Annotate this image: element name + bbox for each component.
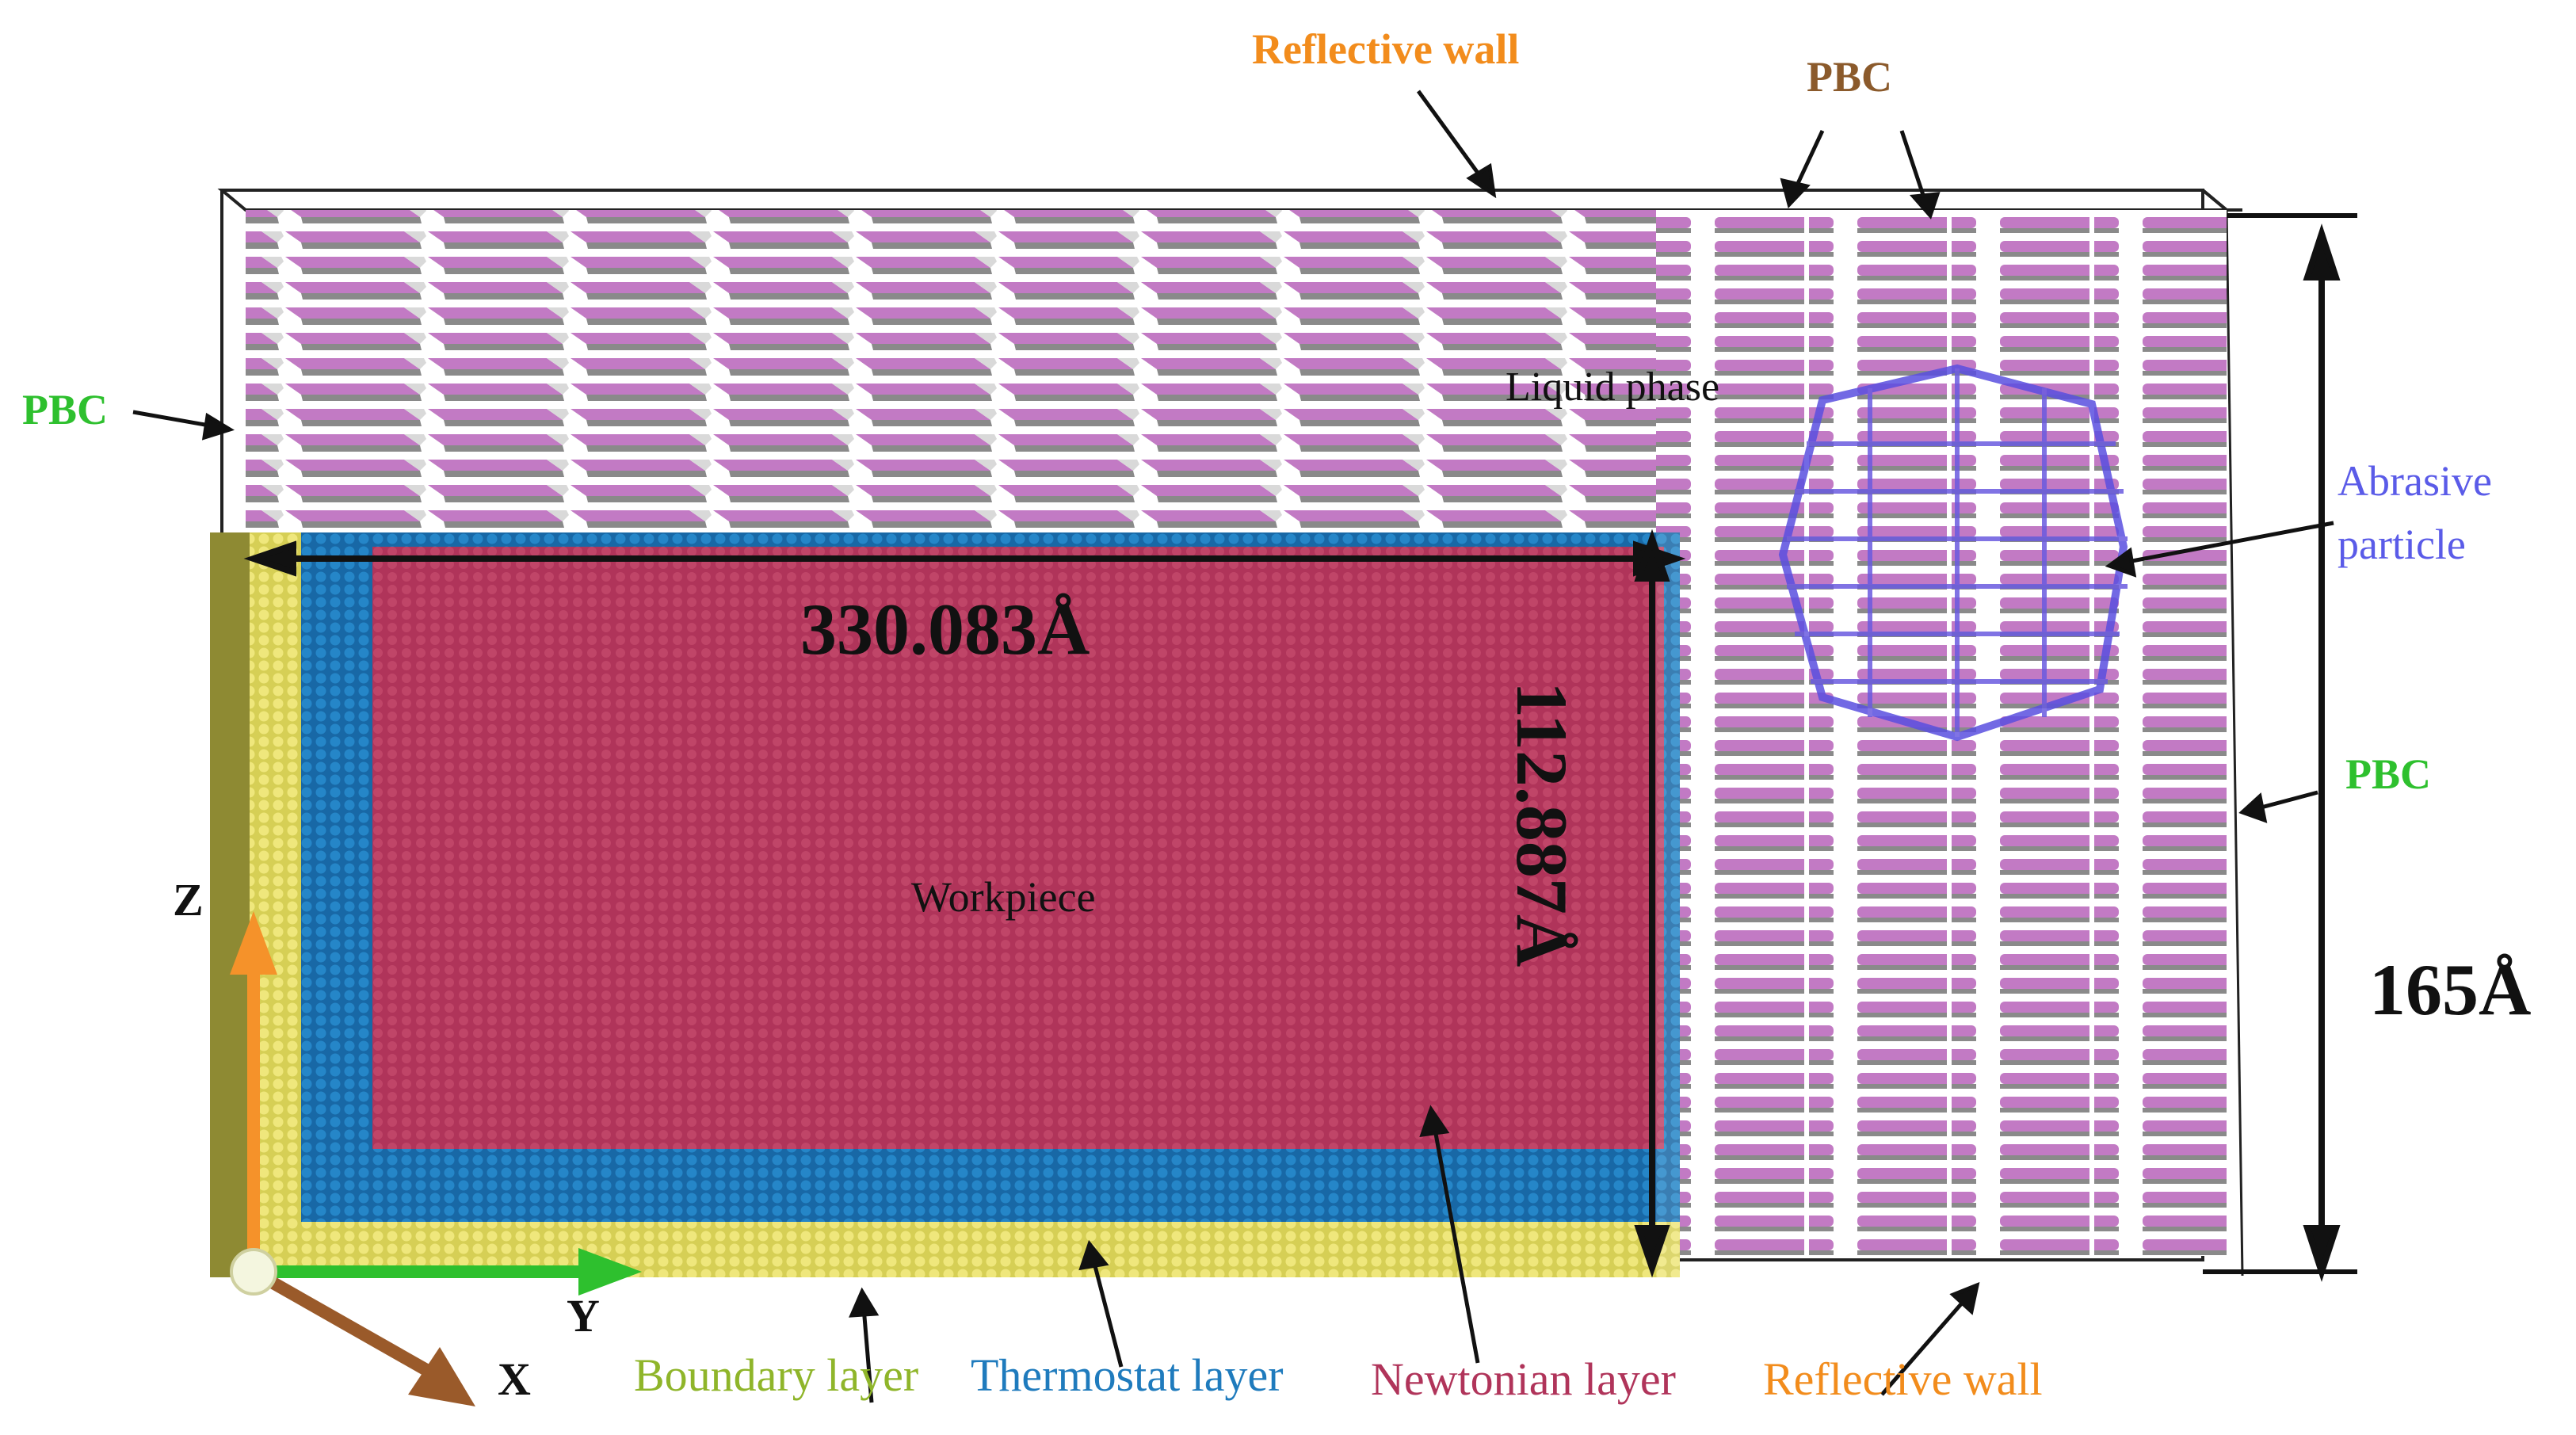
newtonian-layer-label: Newtonian layer [1371, 1353, 1676, 1405]
pbc-top-label: PBC [1807, 53, 1892, 101]
thermostat-layer-label: Thermostat layer [971, 1349, 1284, 1401]
pbc-right-label: PBC [2345, 750, 2431, 798]
reflective-wall-top-label: Reflective wall [1252, 25, 1519, 73]
dimension-arrows [243, 213, 2357, 1282]
liquid-phase-label: Liquid phase [1506, 364, 1719, 410]
pbc-left-label: PBC [22, 386, 108, 433]
axis-y-label: Y [567, 1290, 600, 1341]
reflective-wall-bottom-label: Reflective wall [1763, 1353, 2043, 1405]
workpiece [210, 532, 1680, 1277]
abrasive-particle [1778, 364, 2128, 742]
box-height-dimension-label: 165Å [2369, 949, 2531, 1030]
boundary-layer-edge [210, 532, 250, 1277]
height-dimension-label: 112.887Å [1502, 681, 1582, 967]
boundary-layer-label: Boundary layer [634, 1349, 918, 1401]
pointer-arrows [132, 90, 2334, 1403]
workpiece-label: Workpiece [911, 873, 1096, 921]
coordinate-axes [230, 911, 642, 1406]
width-dimension-label: 330.083Å [800, 589, 1090, 670]
abrasive-particle-label-line2: particle [2337, 521, 2466, 568]
axis-x-label: X [498, 1353, 531, 1405]
newtonian-layer-region [372, 547, 1664, 1149]
axis-z-label: Z [173, 874, 204, 925]
abrasive-particle-label-line1: Abrasive [2337, 457, 2492, 505]
